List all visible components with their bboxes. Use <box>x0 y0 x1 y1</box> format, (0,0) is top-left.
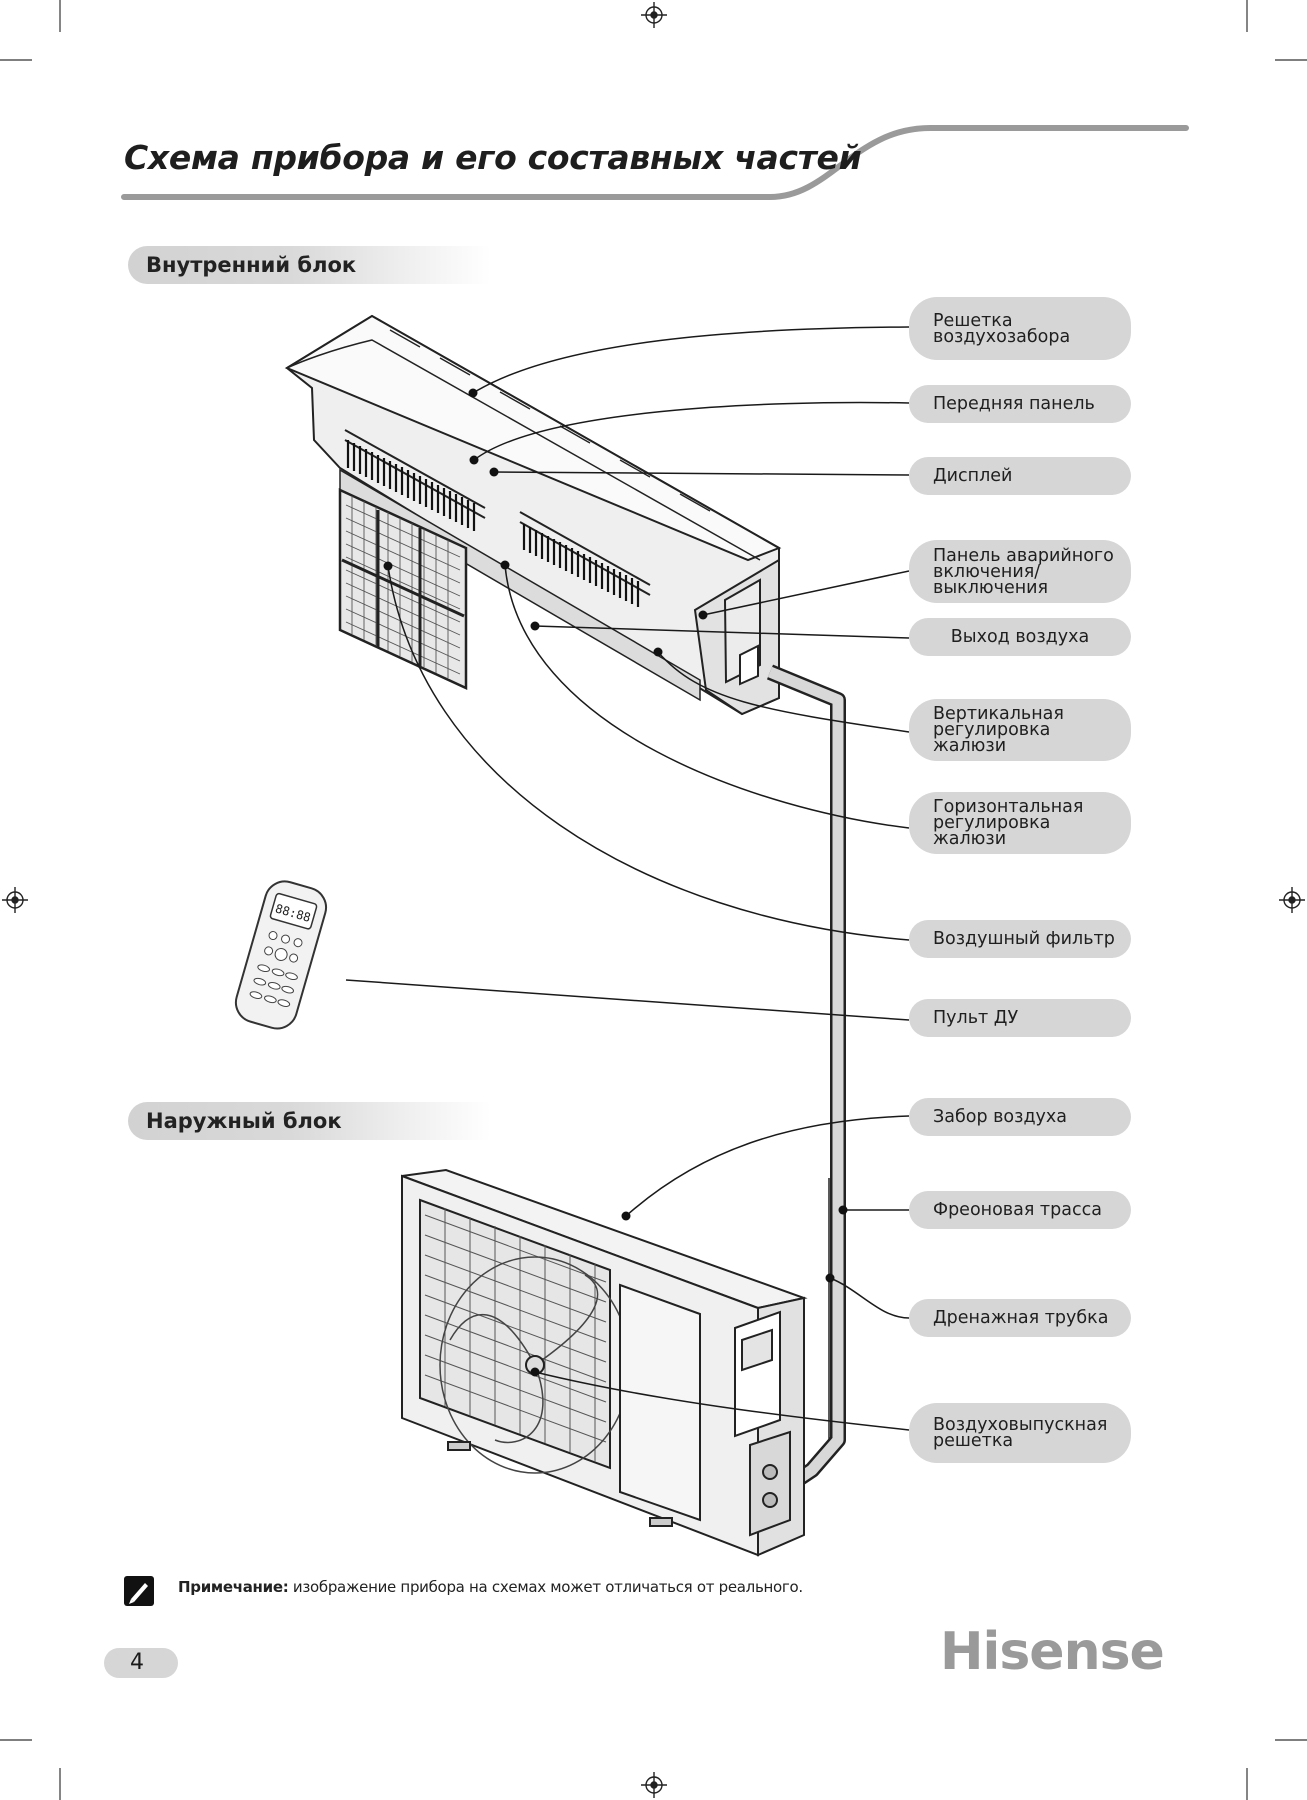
page-number: 4 <box>104 1648 178 1678</box>
section-header-outdoor: Наружный блок <box>128 1102 491 1140</box>
page-title: Схема прибора и его составных частей <box>124 138 862 177</box>
leader-lines <box>345 326 910 1431</box>
label-front-panel: Передняя панель <box>909 385 1131 423</box>
label-emergency-panel: Панель аварийного включения/ выключения <box>909 540 1131 603</box>
leader-dots <box>383 388 848 1377</box>
label-air-intake: Забор воздуха <box>909 1098 1131 1136</box>
indoor-unit-illustration <box>284 314 782 716</box>
label-intake-grille: Решетка воздухозабора <box>909 297 1131 360</box>
note-body: изображение прибора на схемах может отли… <box>288 1578 803 1596</box>
brand-logo: Hisense <box>940 1622 1165 1682</box>
label-vertical-louver: Вертикальная регулировка жалюзи <box>909 699 1131 761</box>
label-refrigerant-line: Фреоновая трасса <box>909 1191 1131 1229</box>
refrigerant-pipe-illustration <box>766 664 846 1485</box>
label-air-outlet: Выход воздуха <box>909 618 1131 656</box>
air-filter-illustration <box>338 488 468 690</box>
title-swoosh <box>121 125 1189 200</box>
note-pencil-icon <box>124 1576 154 1606</box>
outdoor-unit-illustration <box>401 1168 808 1557</box>
label-air-filter: Воздушный фильтр <box>909 920 1131 958</box>
note-text: Примечание: изображение прибора на схема… <box>178 1578 803 1596</box>
remote-control-illustration: 88:88 <box>234 880 328 1030</box>
label-outlet-grille: Воздуховыпускная решетка <box>909 1403 1131 1463</box>
label-horizontal-louver: Горизонтальная регулировка жалюзи <box>909 792 1131 854</box>
label-remote: Пульт ДУ <box>909 999 1131 1037</box>
note-label: Примечание: <box>178 1578 289 1596</box>
label-display: Дисплей <box>909 457 1131 495</box>
section-header-indoor: Внутренний блок <box>128 246 491 284</box>
label-drain-pipe: Дренажная трубка <box>909 1299 1131 1337</box>
